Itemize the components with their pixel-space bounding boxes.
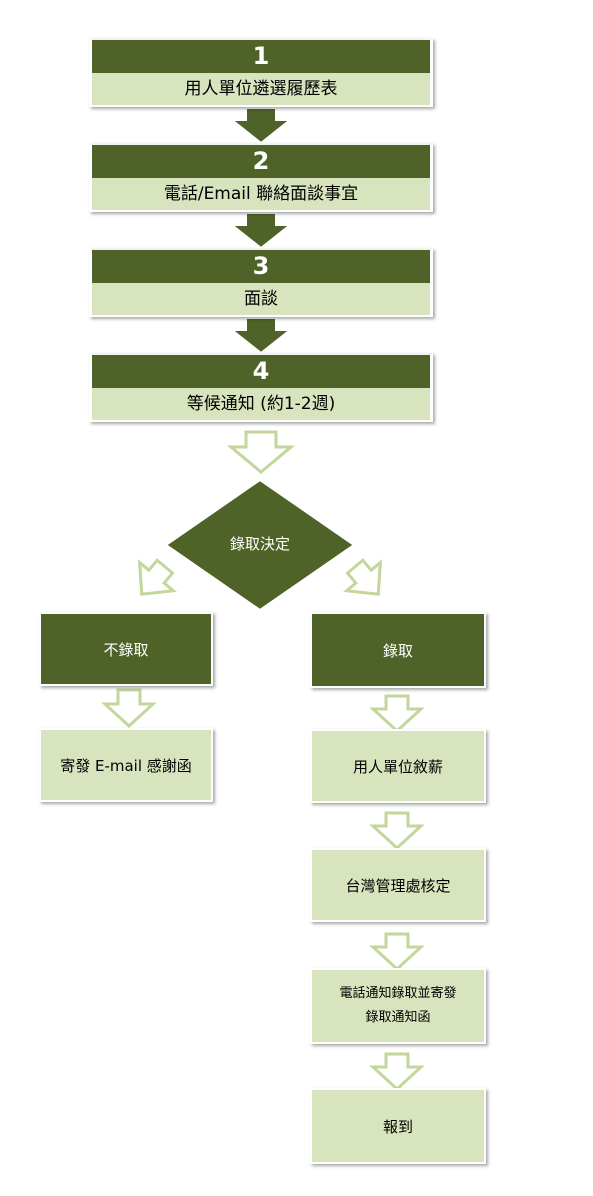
- report-step-label: 報到: [382, 1117, 413, 1136]
- step-number: 4: [89, 353, 433, 388]
- notify-step-line1: 電話通知錄取並寄發: [339, 986, 457, 1001]
- accept-box: 錄取: [310, 612, 486, 688]
- approval-step-label: 台灣管理處核定: [345, 876, 451, 895]
- thank-you-email-label: 寄發 E-mail 感謝函: [60, 756, 192, 775]
- notify-step-line2: 錄取通知函: [365, 1010, 431, 1025]
- step-label: 用人單位遴選履歷表: [89, 73, 433, 107]
- accept-label: 錄取: [382, 641, 413, 660]
- step-label: 面談: [89, 283, 433, 317]
- step-3: 3 面談: [89, 248, 433, 317]
- report-step-box: 報到: [310, 1088, 486, 1164]
- decision-label: 錄取決定: [229, 535, 290, 553]
- reject-label: 不錄取: [103, 640, 149, 659]
- arrow-down-icon: [229, 107, 293, 145]
- arrow-down-outline-icon: [226, 430, 296, 474]
- arrow-down-outline-icon: [369, 932, 425, 972]
- arrow-down-outline-icon: [369, 694, 425, 734]
- arrow-down-right-outline-icon: [342, 558, 383, 596]
- step-label: 等候通知 (約1-2週): [89, 388, 433, 422]
- arrow-down-outline-icon: [369, 811, 425, 851]
- step-number: 3: [89, 248, 433, 283]
- decision-diamond: [164, 478, 356, 612]
- arrow-down-icon: [229, 212, 293, 250]
- arrow-down-outline-icon: [369, 1052, 425, 1092]
- notify-step-box: 電話通知錄取並寄發 錄取通知函: [310, 968, 486, 1044]
- step-number: 1: [89, 38, 433, 73]
- arrow-down-icon: [229, 317, 293, 355]
- step-label: 電話/Email 聯絡面談事宜: [89, 178, 433, 212]
- step-1: 1 用人單位遴選履歷表: [89, 38, 433, 107]
- arrow-down-outline-icon: [101, 688, 157, 729]
- salary-step-label: 用人單位敘薪: [352, 757, 443, 776]
- reject-box: 不錄取: [39, 612, 213, 686]
- salary-step-box: 用人單位敘薪: [310, 729, 486, 803]
- approval-step-box: 台灣管理處核定: [310, 848, 486, 922]
- thank-you-email-box: 寄發 E-mail 感謝函: [39, 728, 213, 802]
- step-2: 2 電話/Email 聯絡面談事宜: [89, 143, 433, 212]
- arrow-down-left-outline-icon: [137, 558, 178, 596]
- step-number: 2: [89, 143, 433, 178]
- step-4: 4 等候通知 (約1-2週): [89, 353, 433, 422]
